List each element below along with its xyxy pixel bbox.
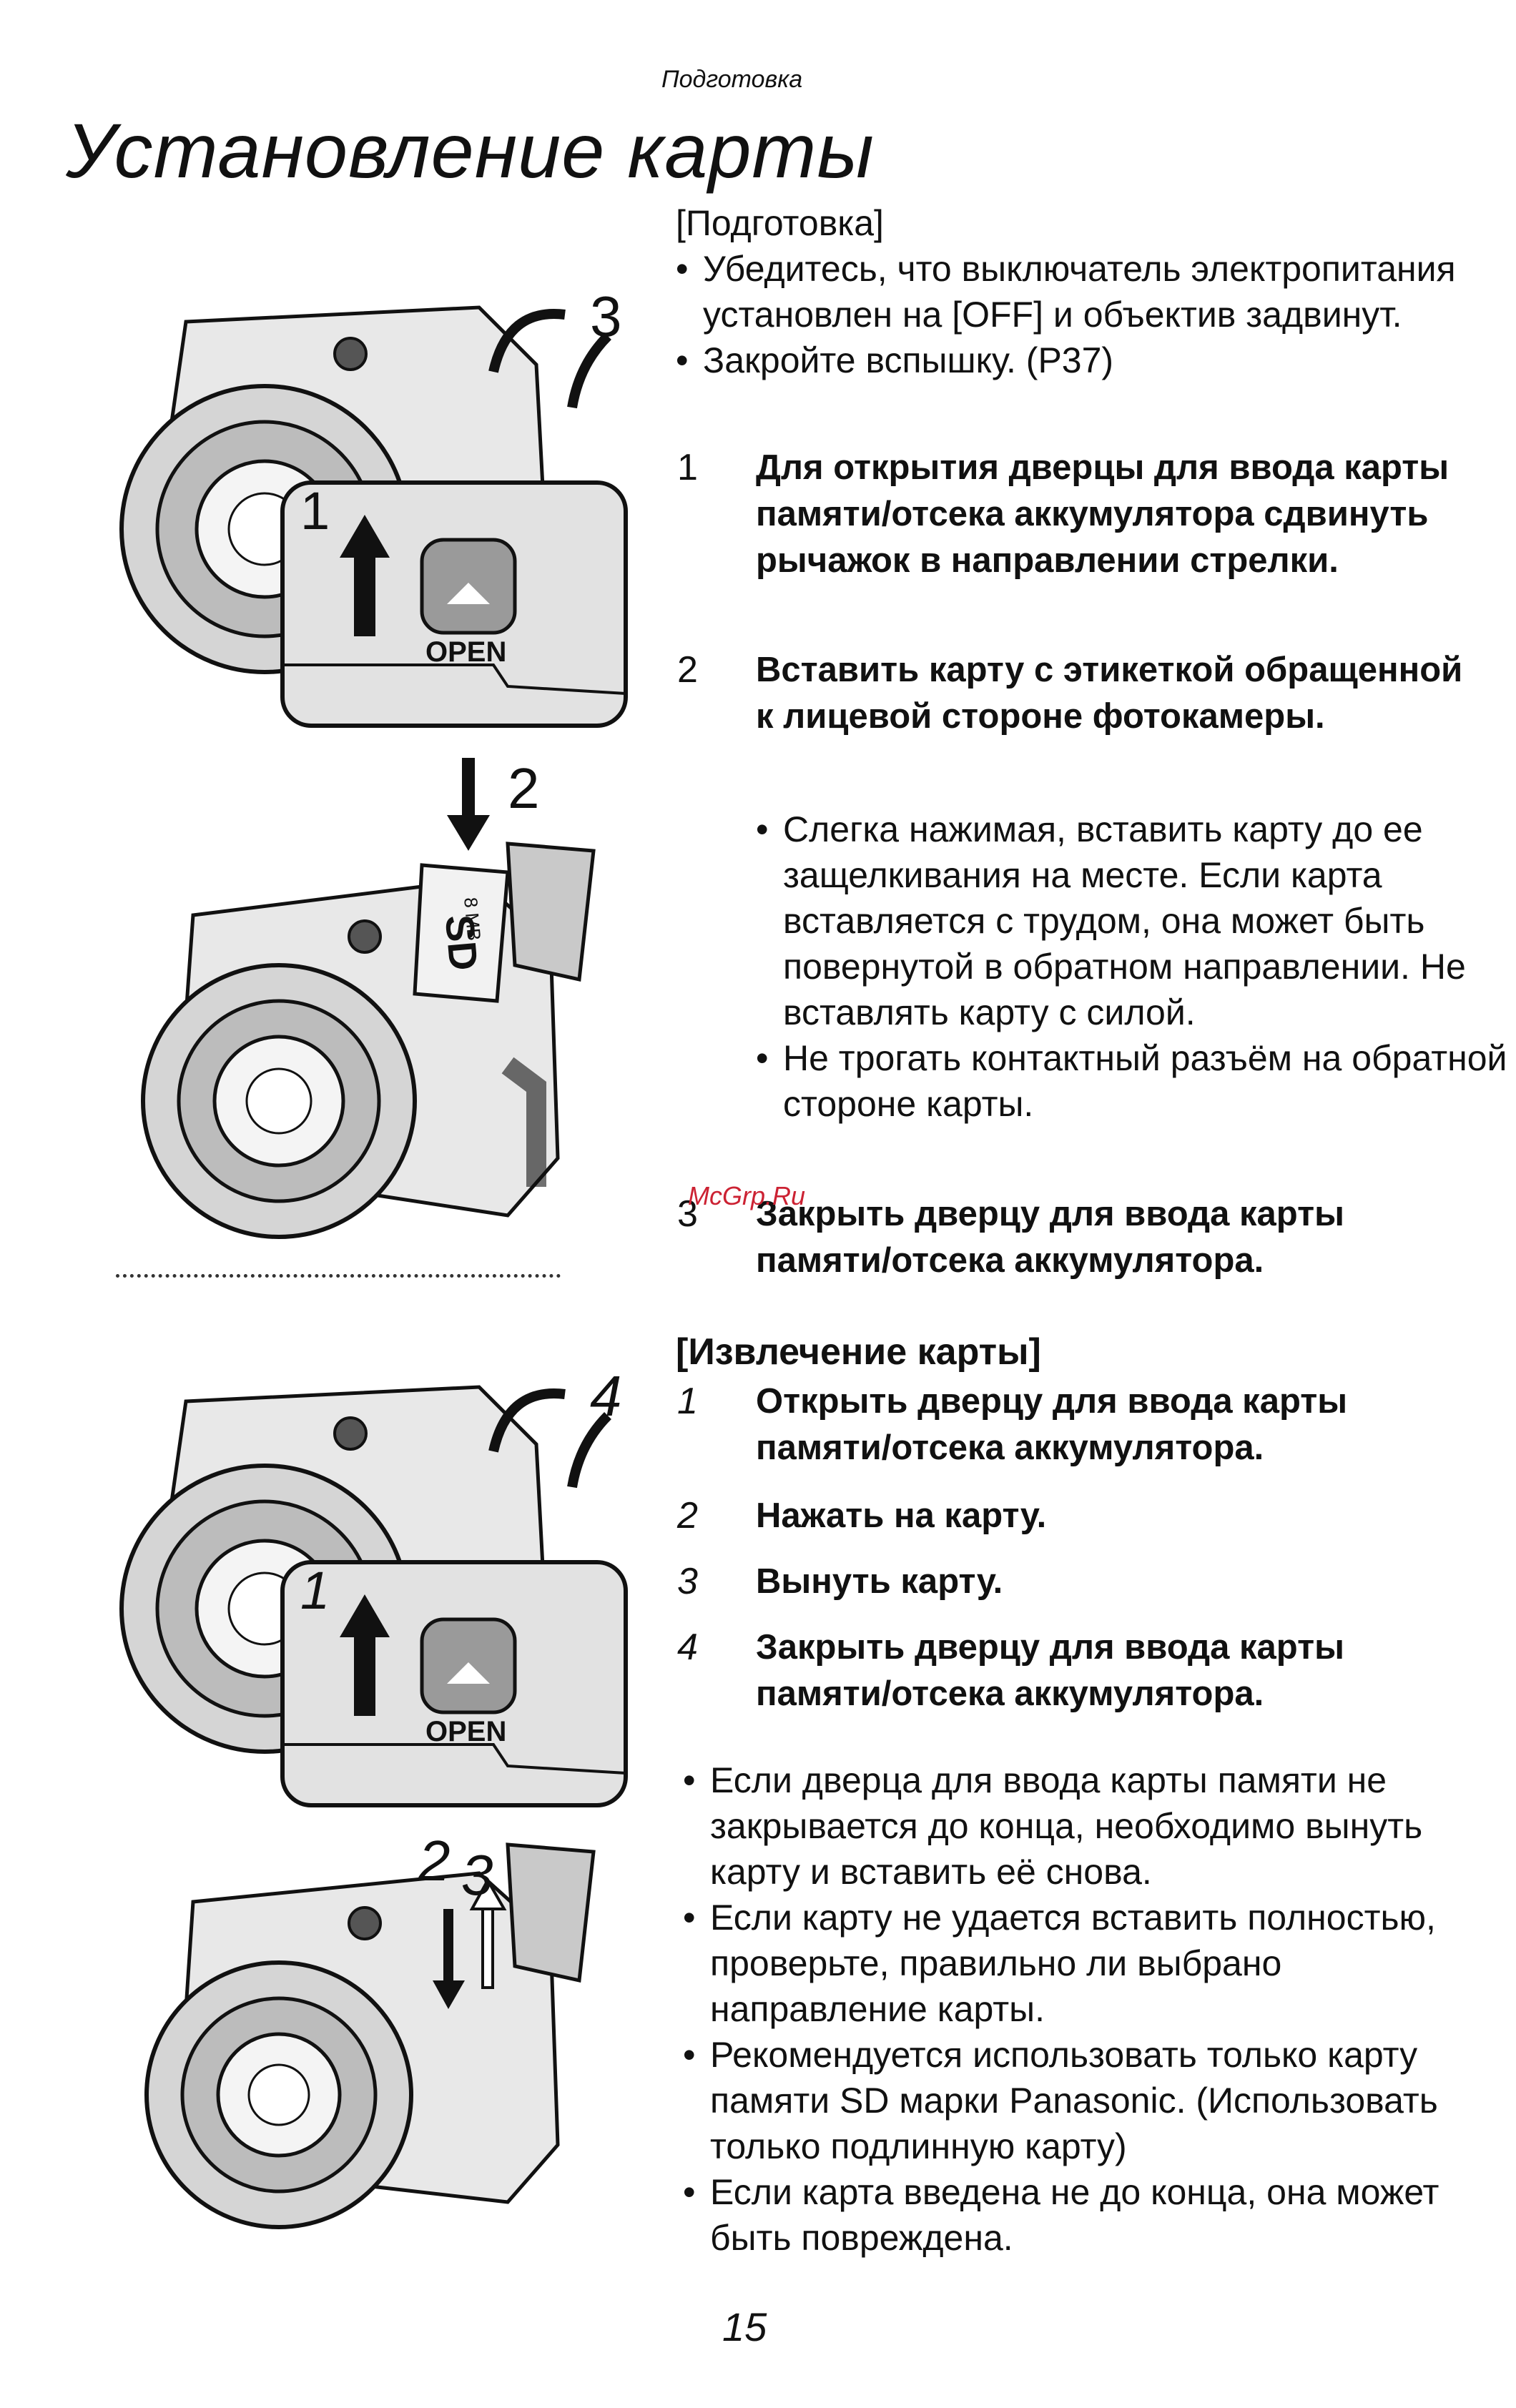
removal-step-2: 2 Нажать на карту.	[676, 1493, 1477, 1539]
step-number: 2	[677, 1495, 698, 1536]
insert-step-2: 2 Вставить карту с этикеткой обращенной к…	[676, 647, 1477, 740]
lever-open-label: OPEN	[425, 636, 506, 668]
insert-note: Слегка нажимая, вставить карту до ее защ…	[756, 806, 1516, 1035]
step-text: Закрыть дверцу для ввода карты памяти/от…	[756, 1628, 1344, 1713]
fig2-step-2-label: 2	[508, 758, 540, 820]
insert-notes: Слегка нажимая, вставить карту до ее защ…	[676, 806, 1516, 1127]
fig1-step-3-label: 3	[590, 285, 622, 348]
insert-step-1: 1 Для открытия дверцы для ввода карты пам…	[676, 445, 1477, 584]
step-text: Вынуть карту.	[756, 1562, 1003, 1601]
step-text: Для открытия дверцы для ввода карты памя…	[756, 448, 1449, 580]
step-number: 3	[677, 1193, 698, 1235]
fig3-step-1-label: 1	[300, 1561, 330, 1620]
step-number: 4	[677, 1627, 698, 1668]
camera-open-lever-illustration-removal: OPEN 1 4	[107, 1344, 628, 1837]
lever-open-label-2: OPEN	[425, 1716, 506, 1747]
removal-step-4: 4 Закрыть дверцу для ввода карты памяти/о…	[676, 1624, 1477, 1717]
step-number: 1	[677, 447, 698, 488]
note-item: Если карту не удается вставить полностью…	[683, 1895, 1484, 2032]
preparation-bullet: Закройте вспышку. (P37)	[676, 337, 1477, 383]
preparation-block: [Подготовка] Убедитесь, что выключатель …	[676, 200, 1477, 383]
step-number: 2	[677, 649, 698, 691]
insert-note: Не трогать контактный разъём на обратной…	[756, 1035, 1516, 1127]
card-sd-label: SD	[437, 913, 487, 972]
camera-open-lever-illustration: OPEN 1 3	[107, 265, 628, 758]
section-divider	[116, 1274, 561, 1278]
step-text: Вставить карту с этикеткой обращенной к …	[756, 651, 1463, 736]
fig4-step-3-label: 3	[461, 1843, 493, 1907]
notes-block: Если дверца для ввода карты памяти не за…	[683, 1757, 1484, 2261]
fig3-step-4-label: 4	[590, 1364, 622, 1428]
step-text: Закрыть дверцу для ввода карты памяти/от…	[756, 1195, 1344, 1280]
preparation-label: [Подготовка]	[676, 203, 884, 243]
card-size-label: 8 MB	[460, 897, 485, 942]
step-number: 3	[677, 1561, 698, 1602]
removal-step-1: 1 Открыть дверцу для ввода карты памяти/о…	[676, 1378, 1477, 1471]
note-item: Если дверца для ввода карты памяти не за…	[683, 1757, 1484, 1895]
page-title: Установление карты	[66, 107, 875, 194]
watermark: McGrp.Ru	[688, 1181, 806, 1210]
section-label: Подготовка	[661, 66, 803, 93]
note-item: Рекомендуется использовать только карту …	[683, 2032, 1484, 2169]
step-number: 1	[677, 1381, 698, 1422]
removal-heading: [Извлечение карты]	[676, 1328, 1477, 1376]
fig1-step-1-label: 1	[300, 481, 330, 541]
fig4-step-2-label: 2	[418, 1830, 451, 1893]
page-number: 15	[722, 2304, 767, 2349]
preparation-bullet: Убедитесь, что выключатель электропитани…	[676, 246, 1477, 337]
note-item: Если карта введена не до конца, она може…	[683, 2169, 1484, 2261]
step-text: Открыть дверцу для ввода карты памяти/от…	[756, 1382, 1348, 1467]
insert-step-3: 3 Закрыть дверцу для ввода карты памяти/о…	[676, 1191, 1477, 1284]
step-text: Нажать на карту.	[756, 1496, 1047, 1535]
camera-remove-card-illustration: 2 3	[107, 1830, 596, 2231]
removal-step-3: 3 Вынуть карту.	[676, 1559, 1477, 1605]
camera-insert-card-illustration: SD 8 MB 2	[107, 758, 596, 1258]
removal-heading-text: [Извлечение карты]	[676, 1331, 1041, 1373]
